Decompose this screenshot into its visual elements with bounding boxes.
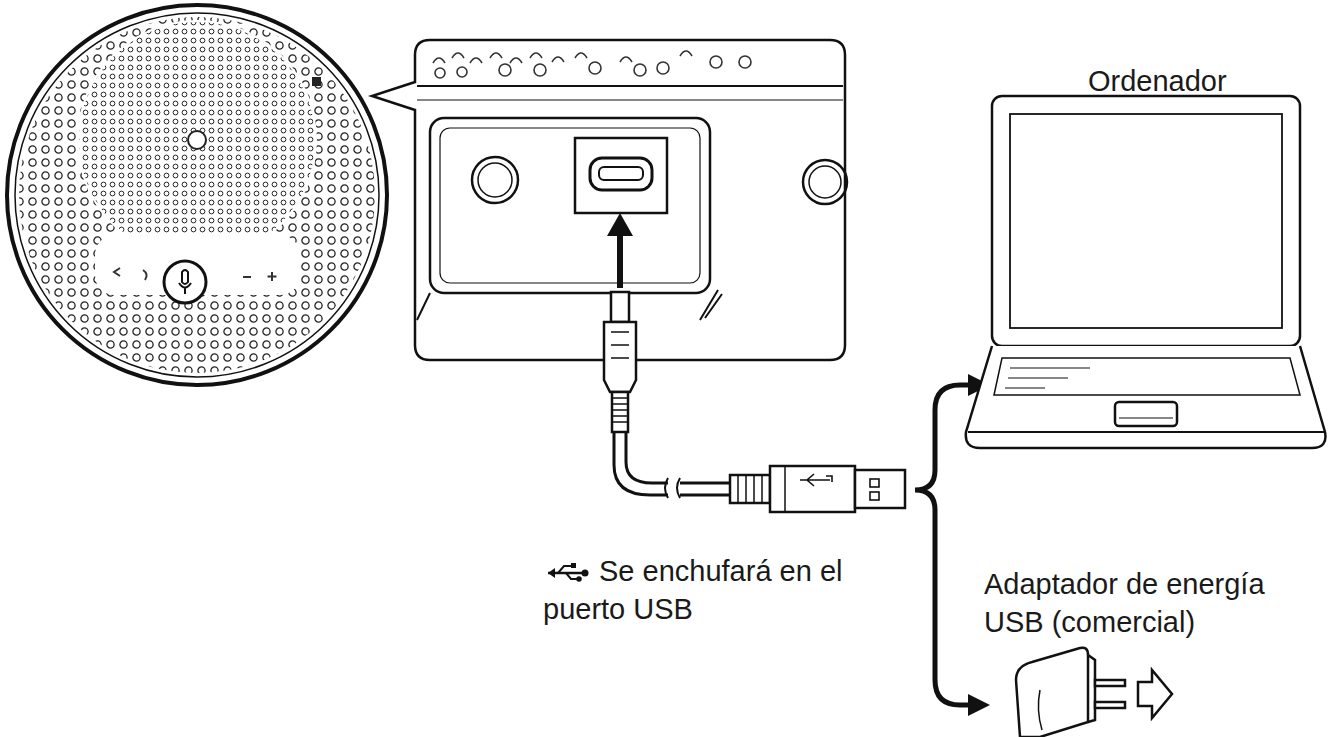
connection-note: Se enchufará en el puerto USB bbox=[543, 552, 843, 628]
port-callout bbox=[372, 40, 847, 360]
device-label: Ordenador bbox=[1088, 62, 1318, 100]
device-label: Adaptador de energía USB (comercial) bbox=[984, 565, 1302, 641]
speakerphone bbox=[0, 0, 400, 400]
insert-arrowhead bbox=[607, 213, 633, 236]
insert-arrow bbox=[617, 232, 623, 288]
usb-cable bbox=[604, 292, 905, 512]
arrowhead bbox=[968, 694, 990, 716]
usb-icon bbox=[548, 563, 589, 582]
laptop bbox=[966, 96, 1326, 448]
usb-power-adapter bbox=[1016, 648, 1172, 737]
split-bracket bbox=[915, 385, 972, 705]
